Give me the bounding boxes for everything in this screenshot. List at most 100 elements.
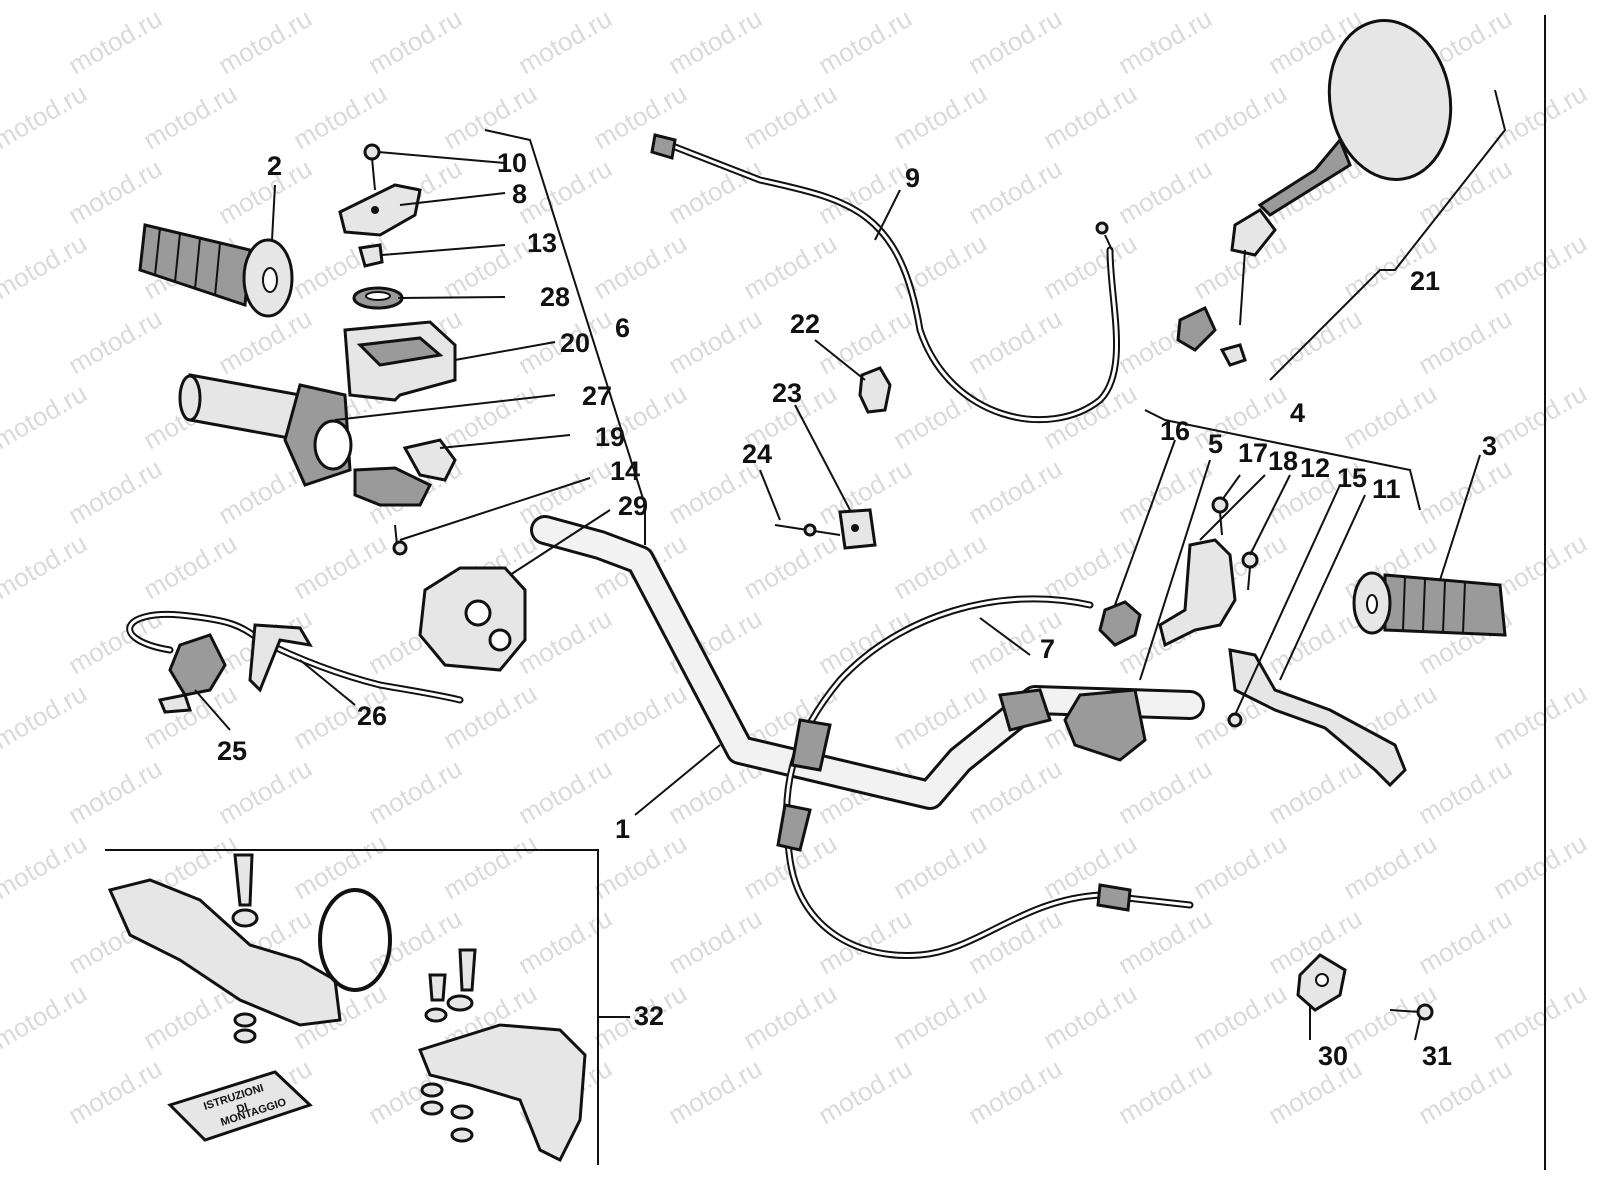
watermark-text: motod.ru (813, 603, 917, 680)
watermark-text: motod.ru (1413, 453, 1517, 530)
watermark-text: motod.ru (1038, 978, 1142, 1055)
watermark-text: motod.ru (1038, 528, 1142, 605)
cable-9 (650, 133, 1120, 423)
watermark-text: motod.ru (1488, 378, 1592, 455)
group-bracket-6 (484, 129, 646, 545)
callout-26: 26 (357, 701, 387, 731)
nut-15 (1227, 712, 1243, 728)
watermark-text: motod.ru (963, 303, 1067, 380)
watermark-text: motod.ru (0, 228, 92, 305)
watermark-text: motod.ru (63, 453, 167, 530)
watermark-text: motod.ru (1413, 903, 1517, 980)
screw-17 (1211, 496, 1229, 536)
watermark-text: motod.ru (1338, 378, 1442, 455)
watermark-text: motod.ru (963, 1053, 1067, 1130)
watermark-text: motod.ru (1338, 828, 1442, 905)
callout-6: 6 (615, 313, 630, 343)
watermark-text: motod.ru (438, 828, 542, 905)
switch-7 (998, 688, 1147, 762)
callout-12: 12 (1300, 453, 1330, 483)
watermark-text: motod.ru (513, 903, 617, 980)
watermark-text: motod.ru (1038, 228, 1142, 305)
callout-25: 25 (217, 736, 247, 766)
group-bracket-21 (1269, 89, 1507, 381)
watermark-text: motod.ru (813, 3, 917, 80)
watermark-text: motod.ru (888, 378, 992, 455)
watermark-text: motod.ru (138, 78, 242, 155)
leader-lines (194, 151, 1481, 1041)
watermark-text: motod.ru (0, 528, 92, 605)
watermark-text: motod.ru (1038, 78, 1142, 155)
watermark-text: motod.ru (288, 78, 392, 155)
watermark-text: motod.ru (363, 3, 467, 80)
watermark-text: motod.ru (1113, 753, 1217, 830)
watermark-text: motod.ru (63, 303, 167, 380)
callout-24: 24 (742, 439, 772, 469)
callout-23: 23 (772, 378, 802, 408)
watermark-text: motod.ru (963, 153, 1067, 230)
watermark-text: motod.ru (0, 828, 92, 905)
watermark-text: motod.ru (513, 753, 617, 830)
watermark-text: motod.ru (963, 753, 1067, 830)
callout-32: 32 (634, 1001, 664, 1031)
watermark-text: motod.ru (513, 453, 617, 530)
watermark-text: motod.ru (0, 978, 92, 1055)
handguard-kit-32: ISTRUZIONI DI MONTAGGIO (105, 849, 630, 1165)
watermark-text: motod.ru (1113, 453, 1217, 530)
watermark-text: motod.ru (1413, 303, 1517, 380)
watermark-text: motod.ru (1188, 978, 1292, 1055)
callout-8: 8 (512, 179, 527, 209)
group-bracket-7 (979, 617, 1031, 656)
watermark-text: motod.ru (1113, 3, 1217, 80)
watermark-text: motod.ru (363, 903, 467, 980)
cable-4 (776, 595, 1194, 960)
callout-18: 18 (1268, 446, 1298, 476)
watermark-text: motod.ru (1113, 153, 1217, 230)
callout-30: 30 (1318, 1041, 1348, 1071)
seal-28 (352, 286, 404, 310)
mirror-21 (1176, 19, 1453, 367)
lever-11 (1228, 648, 1407, 788)
watermark-text: motod.ru (63, 1053, 167, 1130)
callout-20: 20 (560, 328, 590, 358)
watermark-text: motod.ru (963, 3, 1067, 80)
bracket-30 (1296, 953, 1347, 1012)
callout-3: 3 (1482, 431, 1497, 461)
watermark-text: motod.ru (588, 828, 692, 905)
watermark-text: motod.ru (663, 903, 767, 980)
callout-13: 13 (527, 228, 557, 258)
watermark-text: motod.ru (1113, 903, 1217, 980)
callout-17: 17 (1238, 438, 1268, 468)
watermark-text: motod.ru (288, 528, 392, 605)
callout-29: 29 (618, 491, 648, 521)
watermark-text: motod.ru (738, 528, 842, 605)
watermark-text: motod.ru (0, 378, 92, 455)
callout-28: 28 (540, 282, 570, 312)
callout-1: 1 (615, 814, 630, 844)
screw-24 (774, 523, 841, 537)
watermark-text: motod.ru (1488, 228, 1592, 305)
throttle-housing-lower (353, 438, 457, 507)
watermark-text: motod.ru (1188, 78, 1292, 155)
callout-9: 9 (905, 163, 920, 193)
watermark-text: motod.ru (1113, 1053, 1217, 1130)
callout-19: 19 (595, 422, 625, 452)
watermark-text: motod.ru (888, 828, 992, 905)
watermark-text: motod.ru (813, 303, 917, 380)
callout-11: 11 (1372, 474, 1401, 504)
watermark-text: motod.ru (963, 453, 1067, 530)
callout-16: 16 (1160, 416, 1190, 446)
watermark-text: motod.ru (1263, 753, 1367, 830)
callout-10: 10 (497, 148, 527, 178)
watermark-text: motod.ru (63, 3, 167, 80)
watermark-text: motod.ru (1188, 828, 1292, 905)
watermark-text: motod.ru (513, 153, 617, 230)
watermark-text: motod.ru (738, 78, 842, 155)
screw-14 (392, 524, 408, 556)
watermark-text: motod.ru (738, 228, 842, 305)
watermark-text: motod.ru (1263, 603, 1367, 680)
watermark-text: motod.ru (1488, 78, 1592, 155)
watermark-text: motod.ru (813, 903, 917, 980)
watermark-text: motod.ru (1488, 528, 1592, 605)
